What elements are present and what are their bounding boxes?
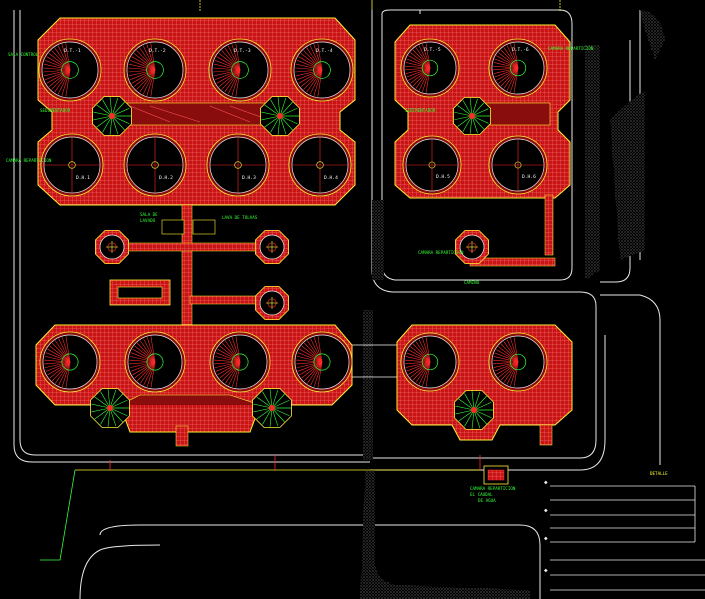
clarifier-label-ne-2: D.T.-6 xyxy=(512,47,529,53)
clarifier-sw-3 xyxy=(209,331,271,393)
clarifier-label-nw-2: D.T.-2 xyxy=(149,48,166,54)
digester-nw-4 xyxy=(288,133,352,197)
clarifier-nw-4 xyxy=(290,38,354,102)
pump-station xyxy=(483,465,509,485)
utility-lines xyxy=(40,0,561,561)
clarifier-label-nw-1: D.T.-1 xyxy=(64,48,81,54)
legend-title: DETALLE xyxy=(650,471,668,476)
splitter-se xyxy=(454,390,494,430)
clarifier-nw-2 xyxy=(123,38,187,102)
well-center-right xyxy=(254,229,290,265)
label-nw-top: SALA CONTROL xyxy=(8,52,39,57)
well-ne-lower xyxy=(454,229,490,265)
digester-label-nw-3: D.H.3 xyxy=(242,175,256,181)
clarifier-nw-3 xyxy=(208,38,272,102)
module-northwest xyxy=(37,17,356,206)
central-walkways xyxy=(109,204,401,378)
digester-ne-1 xyxy=(402,135,462,195)
clarifier-se-1 xyxy=(400,332,460,392)
digester-nw-2 xyxy=(123,133,187,197)
well-center-left xyxy=(95,229,130,265)
clarifier-sw-4 xyxy=(291,331,353,393)
clarifier-sw-2 xyxy=(124,331,186,393)
splitter-nw-left xyxy=(92,96,132,136)
splitter-sw-right xyxy=(252,388,292,428)
clarifier-nw-1 xyxy=(38,38,102,102)
label-pump: CAMARA REPARTICION xyxy=(470,486,516,491)
digester-label-nw-1: D.H.1 xyxy=(76,175,90,181)
label-pump-3: DE AGUA xyxy=(478,498,496,503)
clarifier-label-nw-4: D.T.-4 xyxy=(316,48,333,54)
label-center-c: LAVA DE TOLVAS xyxy=(222,215,258,220)
well-center-lower xyxy=(254,285,290,321)
label-road-mid: CAMINO xyxy=(464,280,480,285)
gravel-paths xyxy=(360,10,665,599)
svg-text:◆: ◆ xyxy=(544,479,548,486)
svg-text:◆: ◆ xyxy=(544,535,548,542)
splitter-nw-right xyxy=(260,96,300,136)
parking-lot xyxy=(550,485,705,591)
splitter-sw-left xyxy=(90,388,130,428)
label-center-a: SALA DE xyxy=(140,212,158,217)
clarifier-label-ne-1: D.T.-5 xyxy=(424,47,441,53)
digester-nw-3 xyxy=(206,133,270,197)
digester-label-nw-4: D.H.4 xyxy=(324,175,338,181)
svg-text:◆: ◆ xyxy=(544,507,548,514)
drawing-labels: SALA CONTROL SEDIMENTADOR CAMARA REPARTI… xyxy=(6,46,668,503)
label-center-b: LAVADO xyxy=(140,218,156,223)
label-nw-mid: SEDIMENTADOR xyxy=(40,108,71,113)
tank-labels: D.T.-1 D.T.-2 D.T.-3 D.T.-4D.H.1 D.H.2 D.H.3 D… xyxy=(64,47,536,181)
digester-label-nw-2: D.H.2 xyxy=(159,175,173,181)
digester-ne-2 xyxy=(488,135,548,195)
clarifier-se-2 xyxy=(488,332,548,392)
clarifier-ne-1 xyxy=(400,38,460,98)
label-ne-bottom: CAMARA REPARTICION xyxy=(418,250,464,255)
digester-nw-1 xyxy=(40,133,104,197)
clarifier-sw-1 xyxy=(39,331,101,393)
parking-markers: ◆ ◆ ◆ ◆ xyxy=(544,479,548,574)
label-pump-2: EL CAUDAL xyxy=(470,492,493,497)
module-southwest xyxy=(35,324,353,447)
tank-layer xyxy=(38,38,548,430)
clarifier-ne-2 xyxy=(488,38,548,98)
clarifier-label-nw-3: D.T.-3 xyxy=(234,48,251,54)
label-ne-mid: SEDIMENTADOR xyxy=(405,108,436,113)
label-ne-top: CAMARA REPARTICION xyxy=(548,46,594,51)
splitter-ne xyxy=(453,97,491,135)
digester-label-ne-1: D.H.5 xyxy=(436,174,450,180)
digester-label-ne-2: D.H.6 xyxy=(522,174,536,180)
svg-text:◆: ◆ xyxy=(544,567,548,574)
label-nw-low: CAMARA REPARTICION xyxy=(6,158,52,163)
